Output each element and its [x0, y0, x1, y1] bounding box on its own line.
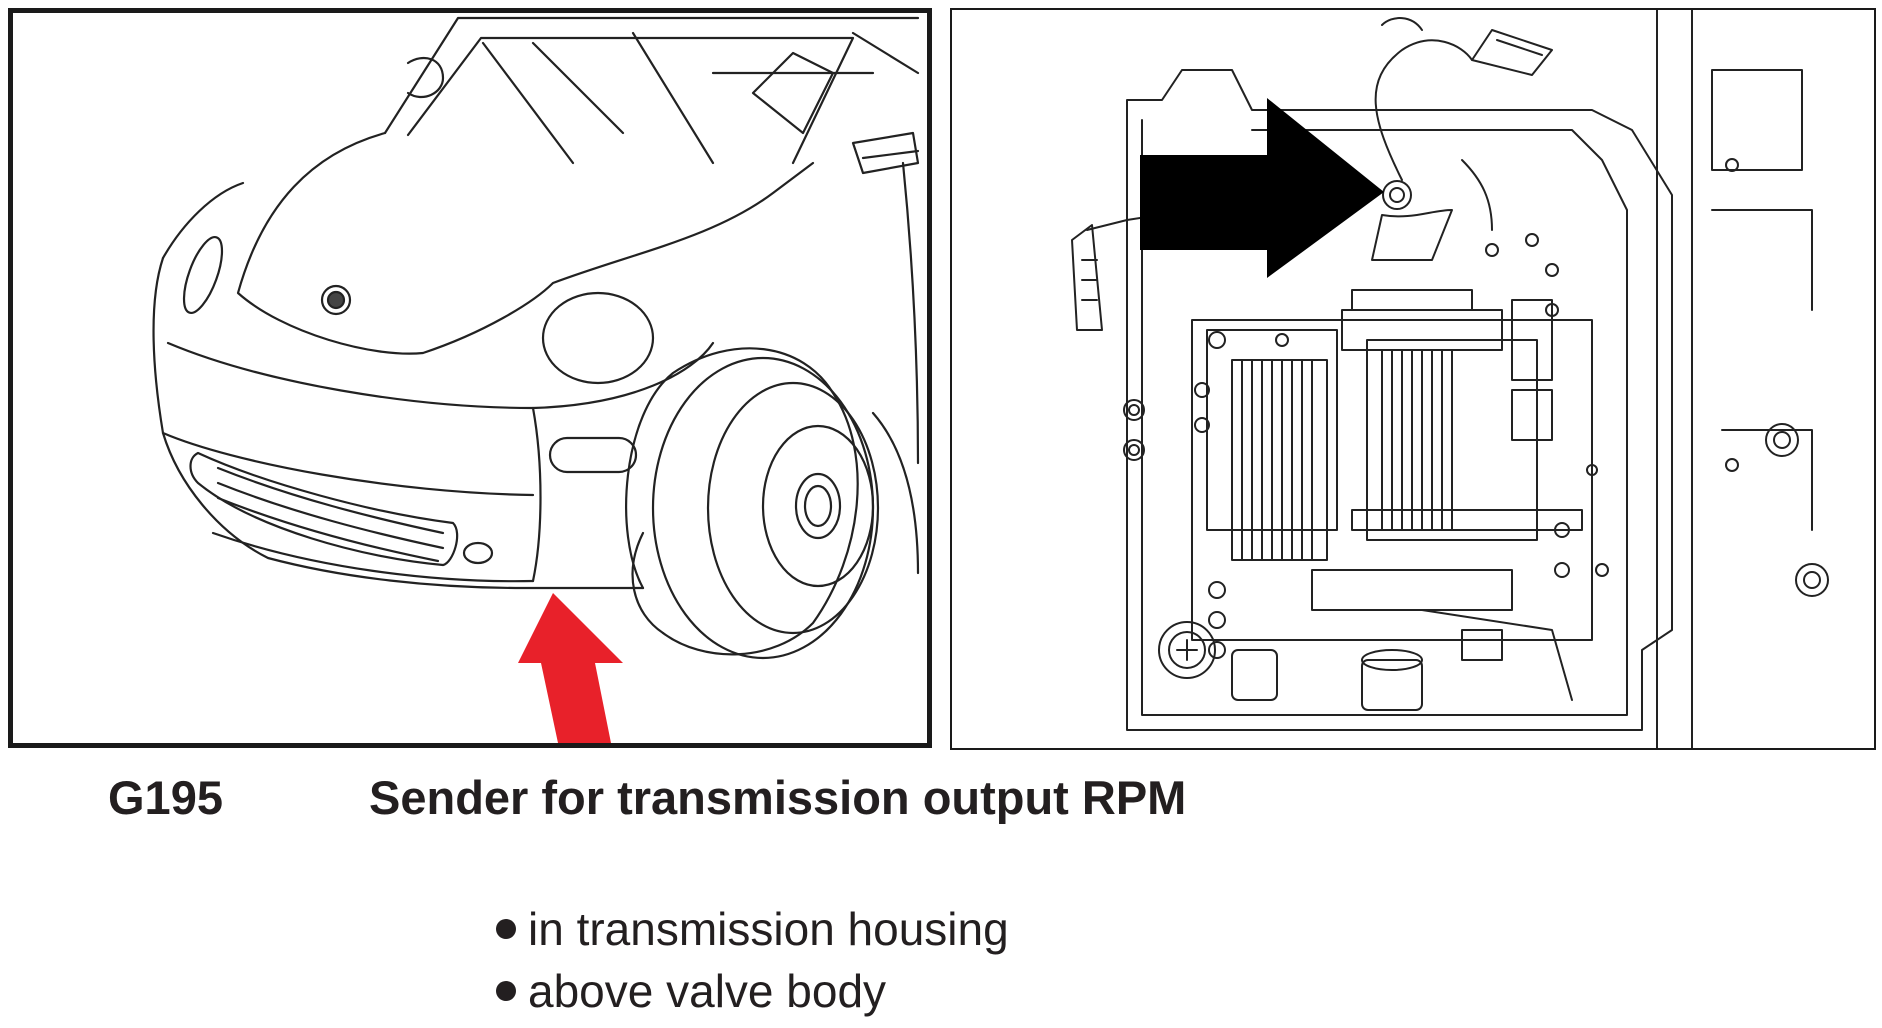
component-title: Sender for transmission output RPM: [369, 771, 1187, 824]
black-arrow-icon: [1140, 98, 1384, 278]
component-code: G195: [108, 771, 223, 824]
red-arrow-icon: [518, 593, 623, 743]
location-note-text: above valve body: [528, 965, 887, 1017]
car-front-illustration: [8, 8, 932, 748]
list-item: in transmission housing: [496, 898, 1009, 960]
list-item: above valve body: [496, 960, 1009, 1022]
bullet-icon: [496, 980, 516, 1001]
location-notes-list: in transmission housing above valve body: [496, 898, 1009, 1022]
valve-body-drawing: [1071, 10, 1829, 748]
car-front-drawing: [152, 16, 920, 743]
location-note-text: in transmission housing: [528, 903, 1009, 955]
bullet-icon: [496, 918, 516, 939]
transmission-illustration: [950, 8, 1876, 750]
